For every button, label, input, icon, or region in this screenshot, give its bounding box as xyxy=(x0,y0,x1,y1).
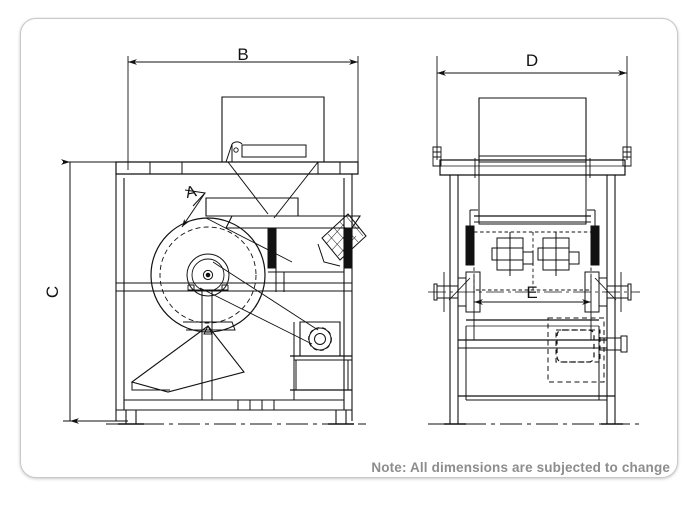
side-hopper-box xyxy=(478,97,587,163)
dim-label-e: E xyxy=(526,283,537,302)
dim-label-d: D xyxy=(526,51,538,70)
dimensions-note: Note: All dimensions are subjected to ch… xyxy=(371,460,670,475)
front-vertical-rods xyxy=(201,290,275,411)
dim-b-extension-lines xyxy=(127,56,359,170)
dim-e-extension-lines xyxy=(473,276,592,340)
side-trunnion-right xyxy=(584,271,632,313)
side-lower-housing xyxy=(457,319,615,401)
side-edge-seals xyxy=(465,225,600,266)
front-view-group xyxy=(61,56,367,425)
front-hopper-box xyxy=(221,96,325,163)
dimension-letters: B C D E A xyxy=(43,45,538,302)
dim-label-c: C xyxy=(43,286,62,298)
dim-label-b: B xyxy=(237,45,248,64)
callout-label-a: A xyxy=(184,183,198,202)
front-internal-shelf xyxy=(268,228,344,292)
side-trunnion-leaders xyxy=(448,277,617,301)
front-motor-block xyxy=(290,321,352,400)
front-funnel-lines xyxy=(227,161,319,219)
front-frame-posts xyxy=(115,174,353,421)
front-feed-tray xyxy=(205,197,362,229)
front-frame-feet xyxy=(118,410,354,425)
side-trunnion-left xyxy=(433,271,481,313)
bearing-right xyxy=(537,232,580,276)
side-lower-shaft xyxy=(599,335,628,353)
side-hidden-motor xyxy=(547,317,605,383)
side-bearing-assemblies xyxy=(491,232,580,276)
side-deck-brackets xyxy=(432,146,632,167)
callout-a-leader xyxy=(181,189,207,228)
front-drive-belt xyxy=(199,217,319,345)
front-mid-rail xyxy=(116,282,352,292)
dim-d-extension-lines xyxy=(436,56,628,160)
side-hidden-drum xyxy=(473,231,592,291)
front-angled-screen xyxy=(317,213,367,267)
dim-c-extension-lines xyxy=(63,161,128,422)
side-view-group xyxy=(428,56,640,425)
bearing-left xyxy=(491,232,534,276)
side-chamber-body xyxy=(469,161,596,232)
front-deck-plate xyxy=(115,161,359,175)
side-deck-beam xyxy=(439,158,626,178)
front-fan-wheel xyxy=(150,217,266,333)
side-hidden-motor-rounded xyxy=(556,329,595,363)
front-discharge-pan xyxy=(130,321,245,393)
